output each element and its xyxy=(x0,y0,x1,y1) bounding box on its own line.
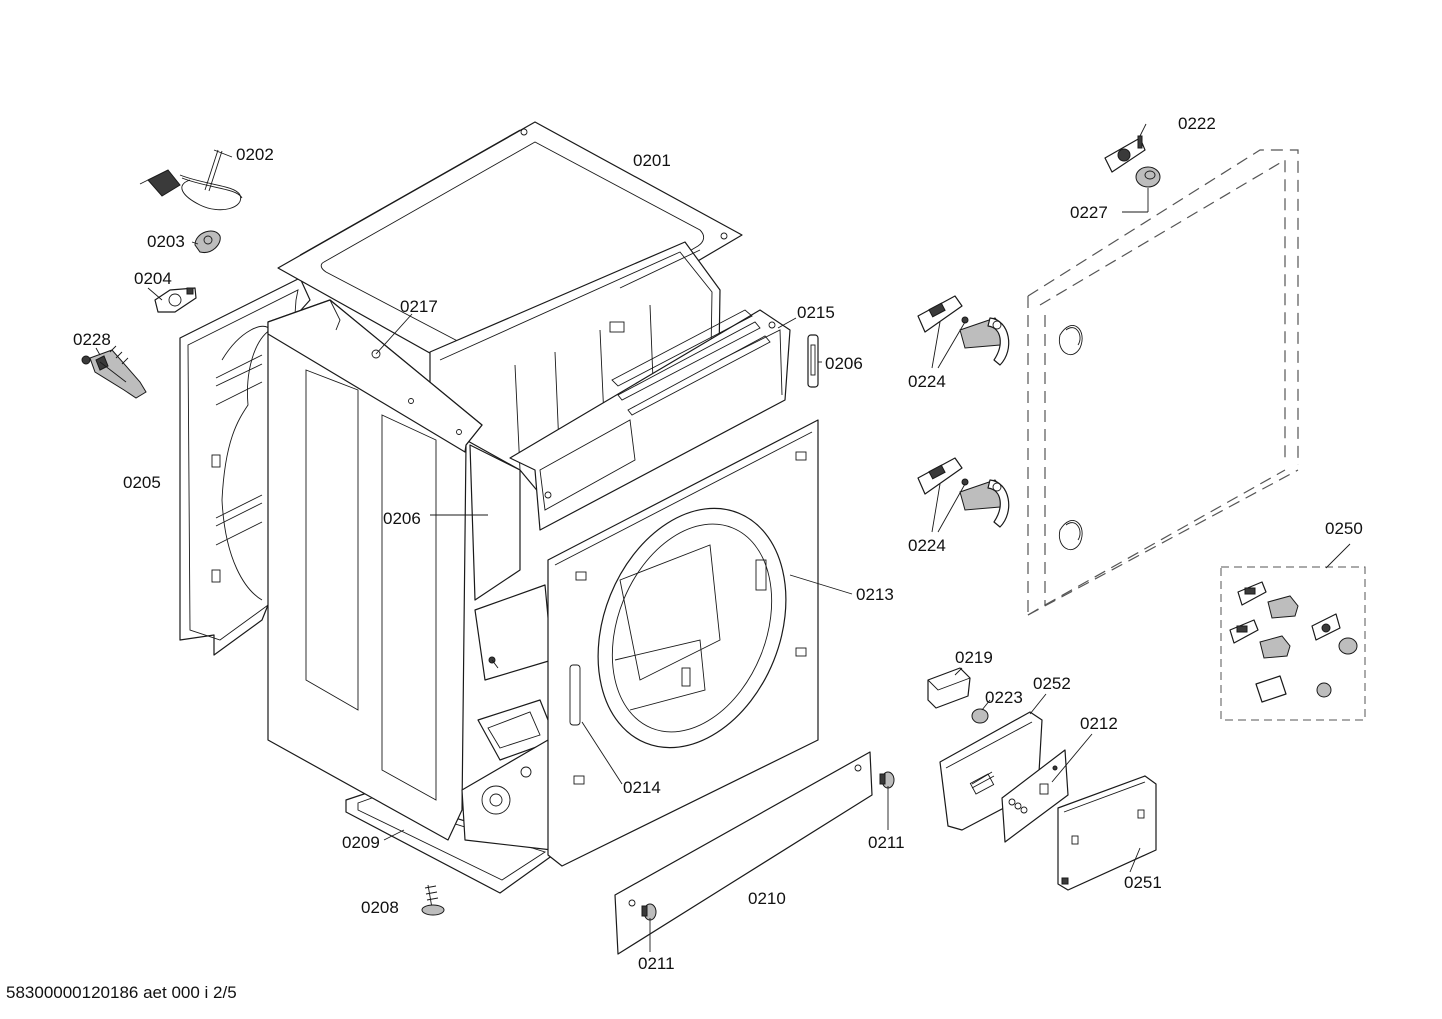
hinge-kit xyxy=(1220,566,1366,721)
cross-rail xyxy=(509,309,791,531)
label-0212: 0212 xyxy=(1080,714,1118,733)
label-0213: 0213 xyxy=(856,585,894,604)
label-0215: 0215 xyxy=(797,303,835,322)
label-0208: 0208 xyxy=(361,898,399,917)
hinge-lower xyxy=(917,457,1010,528)
part-labels: 0201 0202 0203 0204 0205 0206 0206 0208 … xyxy=(73,114,1363,973)
inlet-valve xyxy=(81,345,147,399)
label-0203: 0203 xyxy=(147,232,185,251)
door-outline xyxy=(1027,149,1299,616)
adjustable-foot xyxy=(421,884,445,916)
label-0251: 0251 xyxy=(1124,873,1162,892)
power-cable xyxy=(139,149,243,211)
label-0224-upper: 0224 xyxy=(908,372,946,391)
label-0217: 0217 xyxy=(400,297,438,316)
kick-plate xyxy=(614,751,873,955)
clip-upper xyxy=(879,771,895,789)
side-wall xyxy=(267,299,497,841)
cabinet-inner-structure xyxy=(461,444,557,851)
label-0202: 0202 xyxy=(236,145,274,164)
front-panel xyxy=(547,419,819,867)
label-0252: 0252 xyxy=(1033,674,1071,693)
label-0210: 0210 xyxy=(748,889,786,908)
control-board xyxy=(1001,749,1069,843)
label-0211-lower: 0211 xyxy=(638,954,675,973)
label-0206-left: 0206 xyxy=(383,509,421,528)
label-0223: 0223 xyxy=(985,688,1023,707)
drawing-reference: 58300000120186 aet 000 i 2/5 xyxy=(6,983,237,1002)
door-knob xyxy=(1135,166,1161,188)
label-0201: 0201 xyxy=(633,151,671,170)
hinge-upper xyxy=(917,295,1010,366)
latch-cover xyxy=(927,667,971,709)
label-0214: 0214 xyxy=(623,778,661,797)
label-0224-lower: 0224 xyxy=(908,536,946,555)
label-0222: 0222 xyxy=(1178,114,1216,133)
leader-lines xyxy=(95,123,1351,952)
hinge-strip xyxy=(807,334,819,388)
control-cover xyxy=(1057,775,1157,891)
label-0228: 0228 xyxy=(73,330,111,349)
label-0206-right: 0206 xyxy=(825,354,863,373)
label-0204: 0204 xyxy=(134,269,172,288)
label-0250: 0250 xyxy=(1325,519,1363,538)
label-0227: 0227 xyxy=(1070,203,1108,222)
door-lock xyxy=(1104,135,1146,173)
screw-cap xyxy=(971,708,989,724)
label-0205: 0205 xyxy=(123,473,161,492)
label-0219: 0219 xyxy=(955,648,993,667)
label-0211-upper: 0211 xyxy=(868,833,905,852)
label-0209: 0209 xyxy=(342,833,380,852)
strain-relief xyxy=(154,287,197,313)
cable-clamp xyxy=(194,230,221,253)
